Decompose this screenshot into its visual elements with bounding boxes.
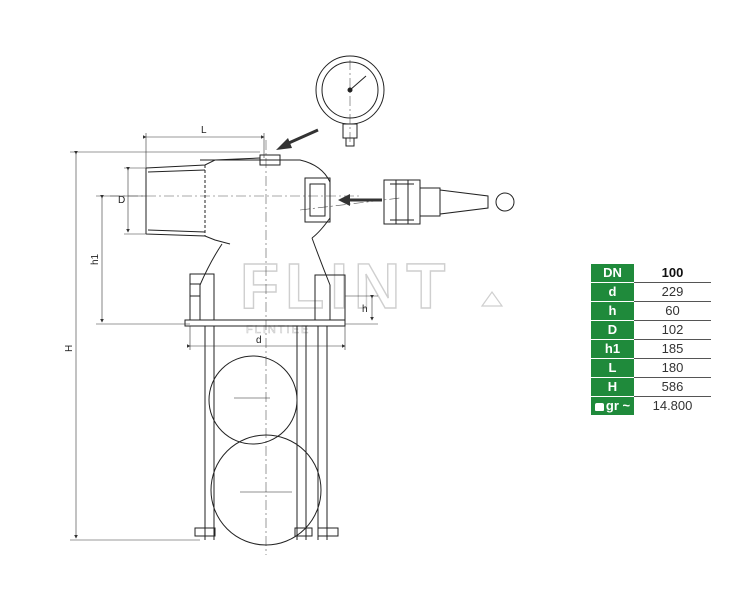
dim-label-D: D [118,195,125,206]
dim-label-h: h [362,304,368,315]
pointer-arrows [276,128,382,206]
spec-key-weight: gr ~ [591,396,634,416]
dim-label-h1: h1 [90,253,101,265]
spec-value: 586 [634,377,711,397]
spec-key: h1 [591,339,634,359]
dim-label-H: H [64,345,75,352]
weight-icon [594,403,604,411]
spec-value: 102 [634,320,711,340]
watermark: FLINT FLINTIEE [239,249,504,336]
spec-value: 14.800 [652,398,693,414]
pressure-gauge [315,55,385,147]
spec-row-h: h 60 [591,301,711,321]
spec-key: D [591,320,634,340]
dimension-lines [70,133,378,541]
spec-row-dn: DN 100 [591,264,711,283]
spec-key: H [591,377,634,397]
side-fitting [383,179,515,225]
spec-key: DN [591,264,634,283]
spec-value: 100 [634,264,711,283]
spec-value: 185 [634,339,711,359]
spec-value: 229 [634,282,711,302]
spec-row-d: d 229 [591,282,711,302]
spec-key: d [591,282,634,302]
spec-row-weight: gr ~ 14.800 [591,396,711,416]
spec-row-L: L 180 [591,358,711,378]
spec-value: 180 [634,358,711,378]
valve-body [145,154,346,546]
watermark-subtext: FLINTIEE [246,324,310,336]
dim-label-L: L [201,125,207,136]
dim-label-d: d [256,335,262,346]
spec-key: h [591,301,634,321]
spec-table: DN 100 d 229 h 60 D 102 h1 185 L 180 H 5… [591,264,711,416]
spec-row-h1: h1 185 [591,339,711,359]
spec-row-H: H 586 [591,377,711,397]
spec-value: 60 [634,301,711,321]
spec-key: gr ~ [605,398,631,413]
spec-row-D: D 102 [591,320,711,340]
spec-key: L [591,358,634,378]
watermark-text: FLINT [240,250,451,322]
